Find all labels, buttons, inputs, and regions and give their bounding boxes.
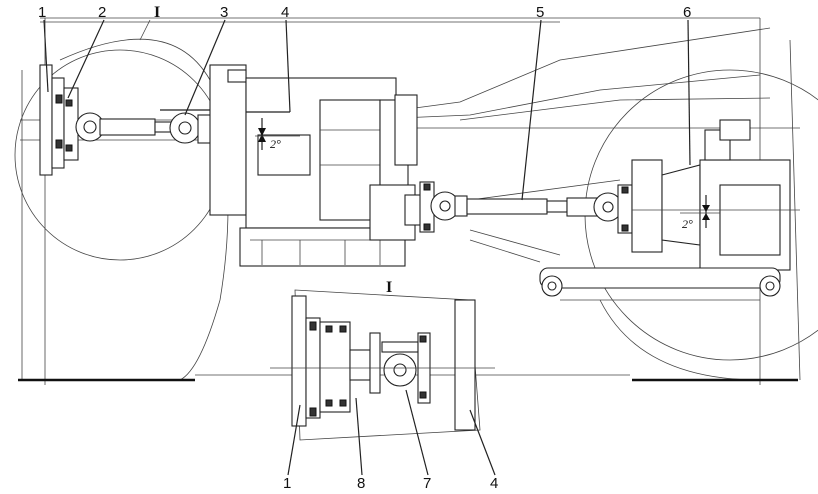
main-propeller-shaft — [419, 181, 633, 234]
rear-axle-housing — [631, 119, 800, 271]
suspension-arm — [539, 267, 781, 301]
callout-4: 4 — [281, 4, 289, 21]
angle-marker-left — [255, 118, 300, 150]
angle-label-right: 2° — [682, 217, 693, 231]
detail-inset — [270, 289, 495, 441]
detail-mark-top: I — [154, 4, 160, 21]
detail-mark-inset: I — [386, 279, 392, 296]
leader-lines — [43, 19, 691, 476]
callout-8: 8 — [357, 475, 365, 492]
callout-3: 3 — [220, 4, 228, 21]
callout-7: 7 — [423, 475, 431, 492]
callout-5: 5 — [536, 4, 544, 21]
callout-1: 1 — [38, 4, 46, 21]
callout-4-inset: 4 — [490, 475, 498, 492]
callout-6: 6 — [683, 4, 691, 21]
callout-2: 2 — [98, 4, 106, 21]
angle-label-left: 2° — [270, 137, 281, 151]
callout-1-inset: 1 — [283, 475, 291, 492]
angle-marker-right — [680, 195, 720, 228]
left-flange-assembly — [39, 64, 105, 176]
gearbox — [209, 64, 424, 267]
left-propeller-shaft — [99, 109, 215, 144]
